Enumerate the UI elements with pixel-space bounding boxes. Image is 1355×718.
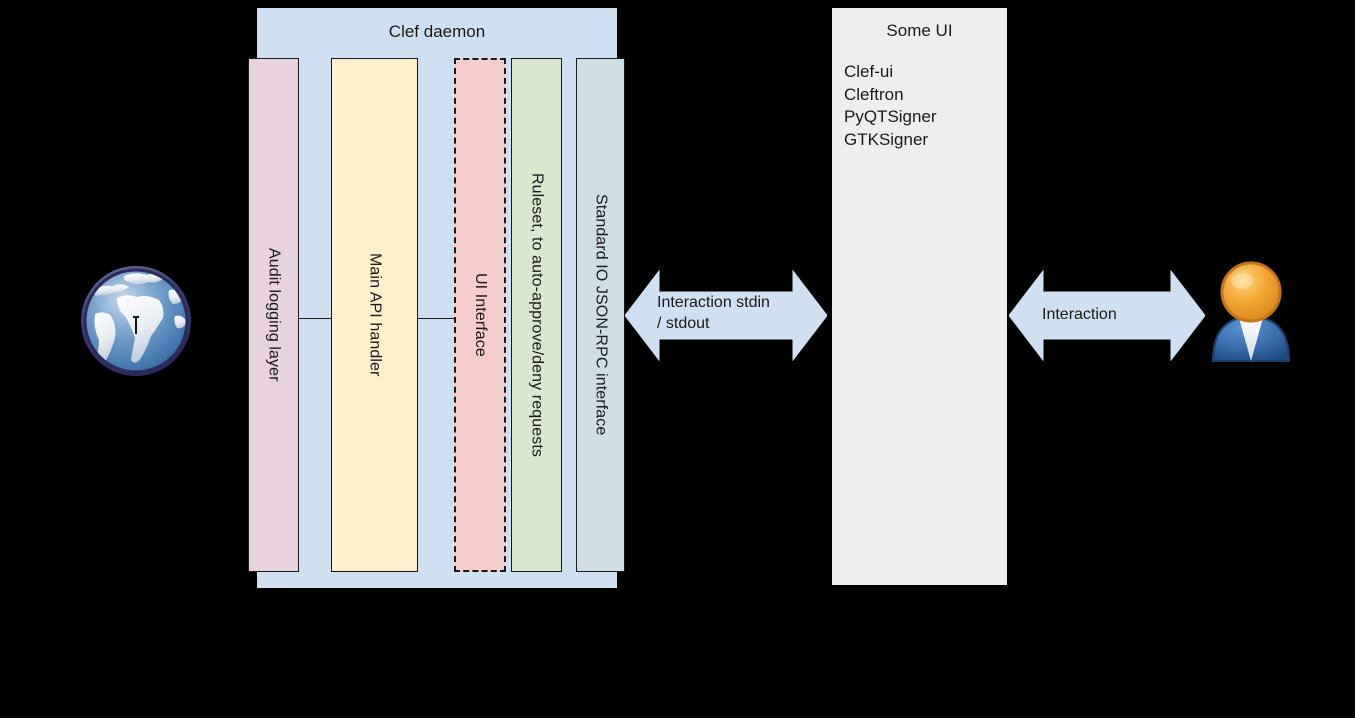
some-ui-implementation-list: Clef-ui Cleftron PyQTSigner GTKSigner: [844, 61, 937, 151]
list-item: PyQTSigner: [844, 107, 937, 126]
connector-api-to-ui-interface: [417, 318, 455, 319]
clef-daemon-container: Clef daemon: [257, 8, 617, 588]
some-ui-panel: Some UI Clef-ui Cleftron PyQTSigner GTKS…: [832, 8, 1007, 585]
component-label: UI Interface: [472, 273, 489, 357]
some-ui-title: Some UI: [886, 21, 953, 40]
clef-daemon-title: Clef daemon: [388, 22, 486, 41]
component-ui-interface[interactable]: UI Interface: [454, 58, 506, 572]
component-label: Main API handler: [366, 253, 384, 377]
globe-icon: [77, 262, 195, 380]
component-standard-io-jsonrpc[interactable]: Standard IO JSON-RPC interface: [576, 58, 625, 572]
list-item: Cleftron: [844, 84, 904, 104]
component-label: Ruleset, to auto-approve/deny requests: [528, 173, 546, 457]
connector-audit-to-api: [298, 318, 332, 319]
arrow-user-interaction: Interaction: [1009, 270, 1205, 361]
component-ruleset[interactable]: Ruleset, to auto-approve/deny requests: [511, 58, 562, 572]
component-audit-logging-layer[interactable]: Audit logging layer: [248, 58, 299, 572]
component-label: Audit logging layer: [265, 248, 283, 382]
arrow-label: Interaction stdin / stdout: [657, 294, 770, 332]
list-item: Clef-ui: [844, 62, 894, 81]
arrow-stdin-stdout: Interaction stdin / stdout: [625, 270, 827, 361]
component-main-api-handler[interactable]: Main API handler: [331, 58, 418, 572]
user-icon: [1203, 255, 1299, 363]
arrow-label: Interaction: [1042, 306, 1117, 323]
component-label: Standard IO JSON-RPC interface: [592, 194, 610, 436]
list-item: GTKSigner: [844, 129, 929, 149]
